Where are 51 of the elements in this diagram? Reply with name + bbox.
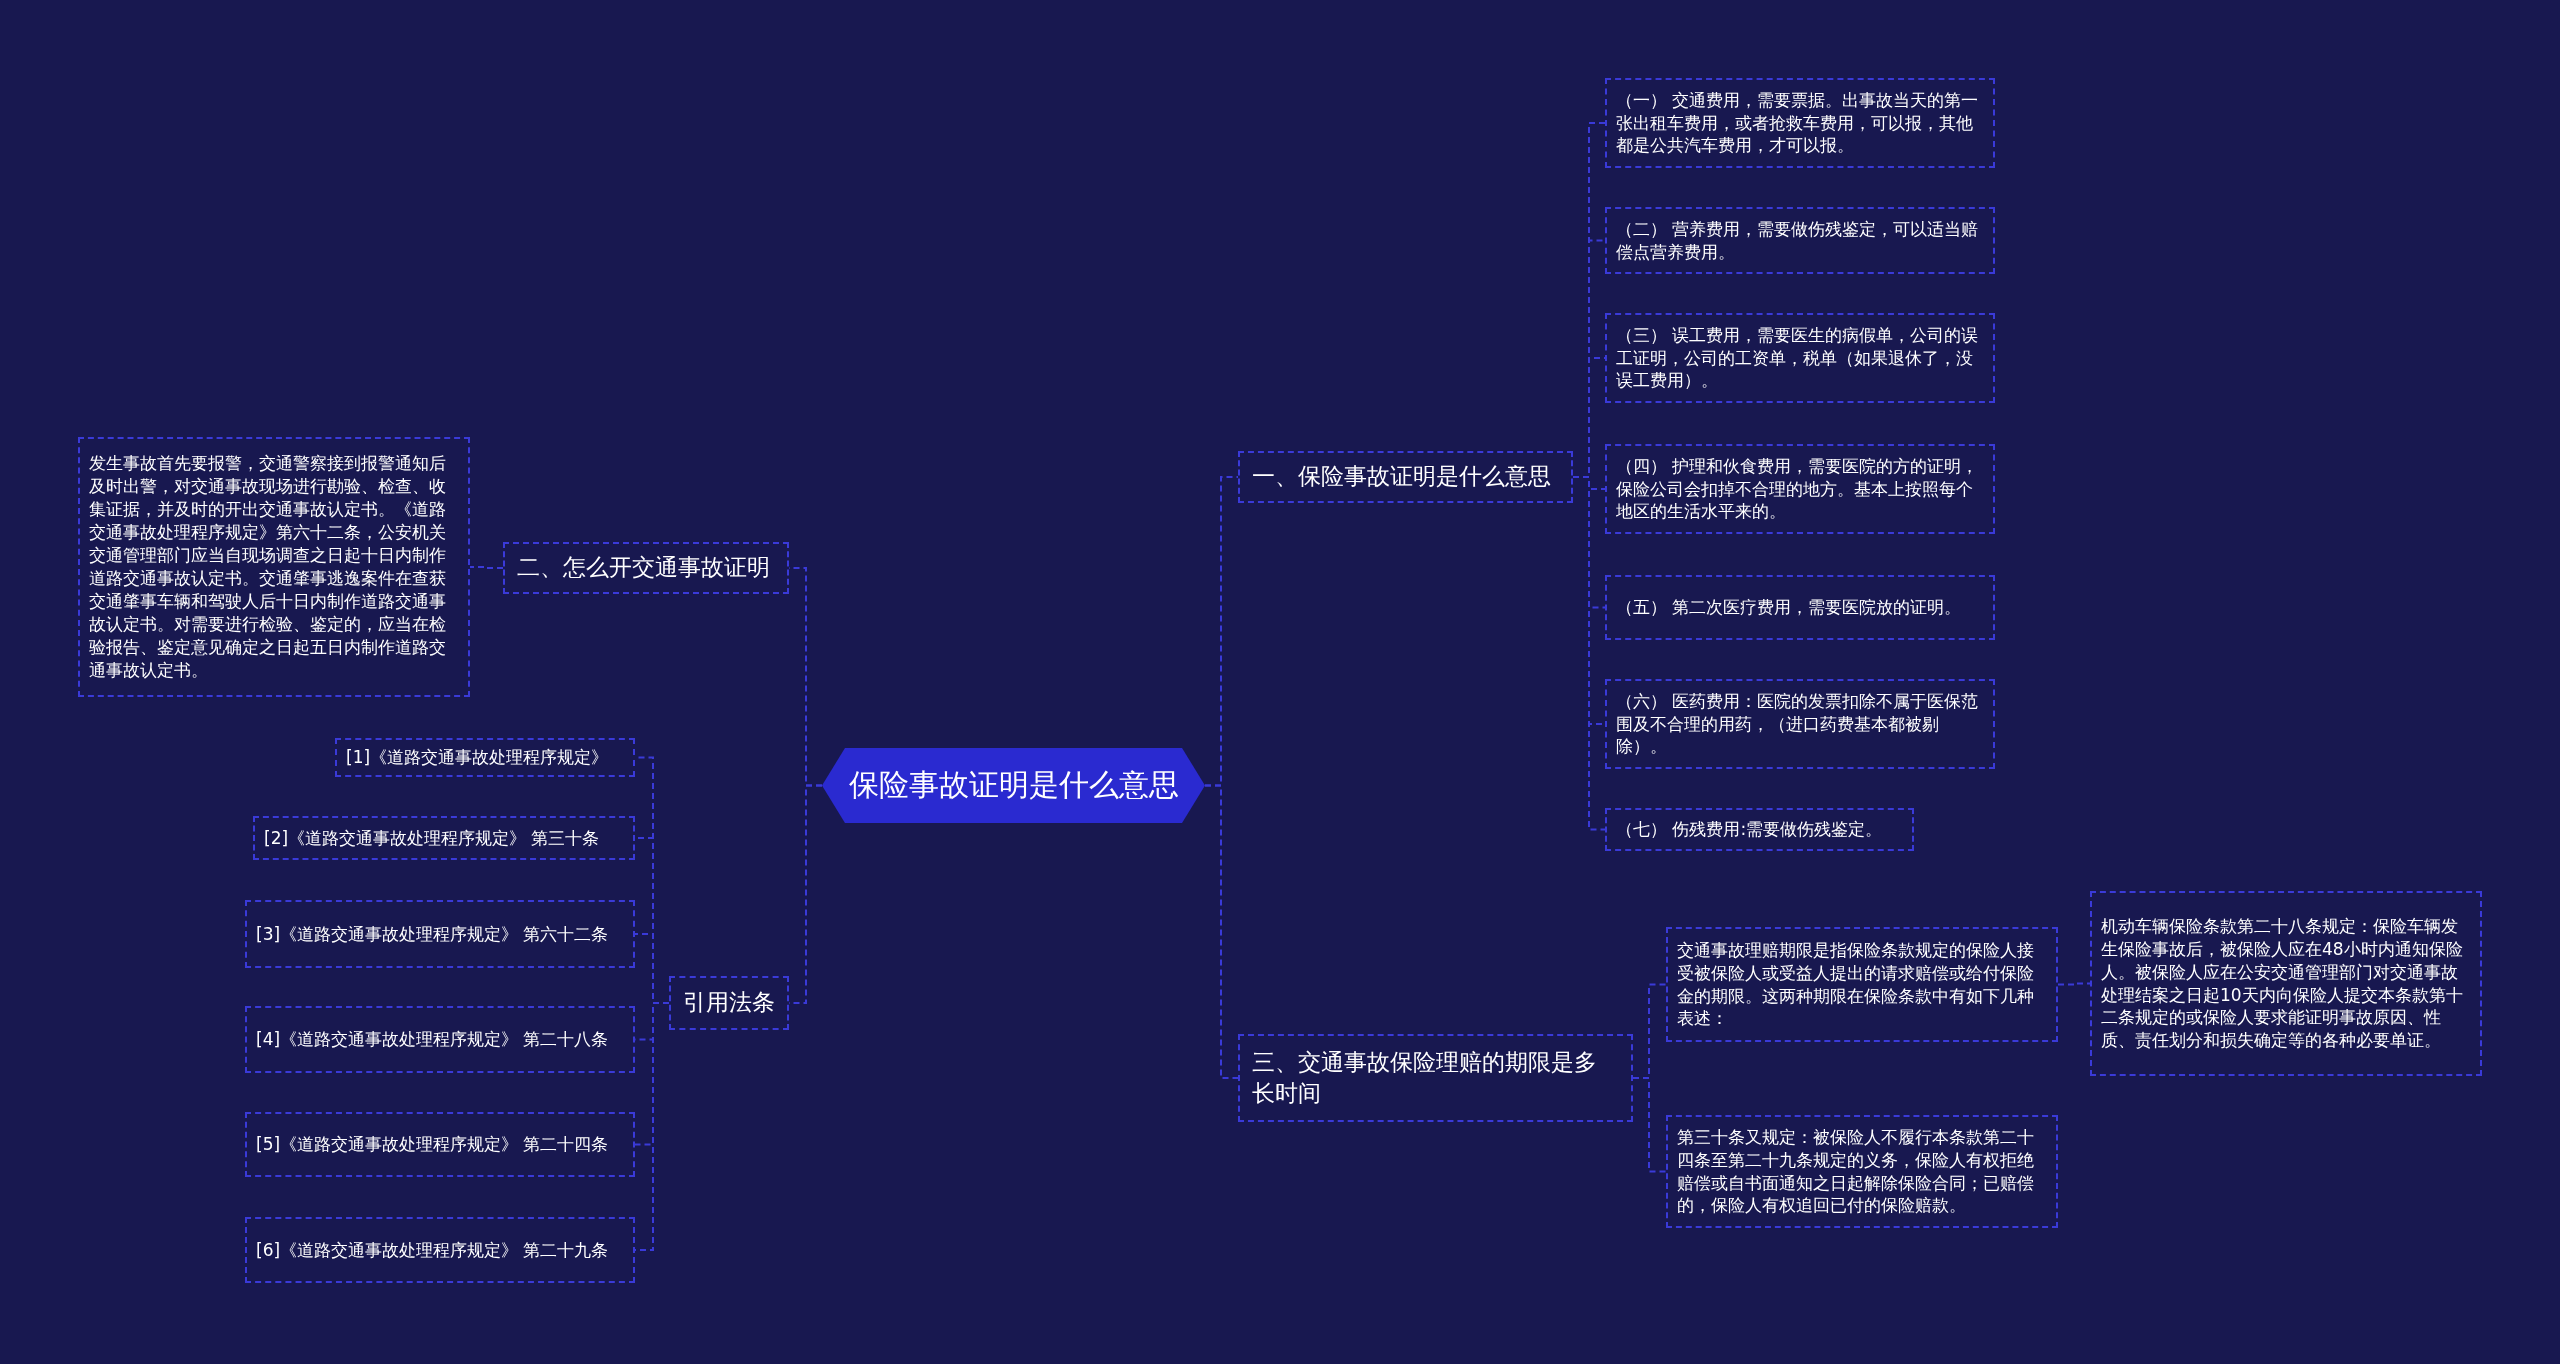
central-topic-hexagon [822, 748, 1205, 823]
subtopic-box [1605, 444, 1995, 534]
subtopic-box [2090, 891, 2482, 1076]
subtopic-text: 机动车辆保险条款第二十八条规定：保险车辆发生保险事故后，被保险人应在48小时内通知保险人。被保险人应在公安交通管理部门对交通事故处理结案之日起10天内向保险人提交本条款第十二条规定的或保险人要求能证明事故原因、性质、责任划分和损失确定等的各种必要单证。 [2101, 914, 2464, 1053]
connector-line [788, 784, 823, 1004]
topic-text: 二、怎么开交通事故证明 [517, 553, 770, 583]
subtopic-text: （七） 伤残费用:需要做伤残鉴定。 [1616, 818, 1883, 841]
subtopic-box [245, 1217, 635, 1283]
topic-text: 一、保险事故证明是什么意思 [1252, 462, 1551, 492]
connector-line [469, 566, 504, 569]
subtopic-box [245, 1112, 635, 1177]
topic-box [503, 542, 789, 594]
connector-line [1204, 784, 1239, 1079]
subtopic-text: [6]《道路交通事故处理程序规定》 第二十九条 [256, 1238, 609, 1262]
subtopic-box [1605, 575, 1995, 640]
subtopic-box [335, 738, 635, 777]
subtopic-text: （三） 误工费用，需要医生的病假单，公司的误工证明，公司的工资单，税单（如果退休了，没误工费用）。 [1616, 323, 1980, 393]
topic-text: 三、交通事故保险理赔的期限是多长时间 [1252, 1047, 1598, 1108]
subtopic-text: [4]《道路交通事故处理程序规定》 第二十八条 [256, 1028, 609, 1051]
subtopic-text: （二） 营养费用，需要做伤残鉴定，可以适当赔偿点营养费用。 [1616, 217, 1980, 264]
subtopic-text: 交通事故理赔期限是指保险条款规定的保险人接受被保险人或受益人提出的请求赔偿或给付保险金的期限。这两种期限在保险条款中有如下几种表述： [1677, 938, 2035, 1031]
connector-line [1632, 1077, 1667, 1173]
connector-line [1572, 476, 1606, 831]
subtopic-box [1605, 78, 1995, 168]
subtopic-box [245, 1006, 635, 1073]
subtopic-text: （五） 第二次医疗费用，需要医院放的证明。 [1616, 596, 1962, 619]
subtopic-box [1666, 927, 2058, 1042]
topic-box [1238, 451, 1573, 503]
topic-text: 引用法条 [683, 988, 775, 1018]
subtopic-box [1605, 679, 1995, 769]
connector-line [634, 1002, 670, 1251]
subtopic-text: 发生事故首先要报警，交通警察接到报警通知后及时出警，对交通事故现场进行勘验、检查、收集证据，并及时的开出交通事故认定书。《道路交通事故处理程序规定》第六十二条，公安机关交通管理部门应当自现场调查之日起十日内制作道路交通事故认定书。交通肇事逃逸案件在查获交通肇事车辆和驾驶人后十日内制作道路交通事故认定书。对需要进行检验、鉴定的，应当在检验报告、鉴定意见确定之日起五日内制作道路交通事故认定书。 [89, 452, 447, 682]
subtopic-box [253, 816, 635, 860]
central-topic-text: 保险事故证明是什么意思 [848, 766, 1179, 804]
subtopic-box [245, 900, 635, 968]
subtopic-box [1605, 207, 1995, 274]
subtopic-text: [3]《道路交通事故处理程序规定》 第六十二条 [256, 922, 609, 946]
subtopic-box [1605, 313, 1995, 403]
topic-box [1238, 1034, 1633, 1122]
subtopic-box [78, 437, 470, 697]
subtopic-box [1666, 1115, 2058, 1228]
subtopic-text: （四） 护理和伙食费用，需要医院的方的证明，保险公司会扣掉不合理的地方。基本上按照每个地区的生活水平来的。 [1616, 454, 1980, 524]
subtopic-box [1605, 808, 1914, 851]
subtopic-text: （一） 交通费用，需要票据。出事故当天的第一张出租车费用，或者抢救车费用，可以报，其他都是公共汽车费用，才可以报。 [1616, 88, 1980, 158]
subtopic-text: [5]《道路交通事故处理程序规定》 第二十四条 [256, 1133, 609, 1156]
topic-box [669, 976, 789, 1030]
subtopic-text: [2]《道路交通事故处理程序规定》 第三十条 [264, 826, 600, 850]
subtopic-text: （六） 医药费用：医院的发票扣除不属于医保范围及不合理的用药，（进口药费基本都被剔除）。 [1616, 689, 1980, 759]
subtopic-text: [1]《道路交通事故处理程序规定》 [346, 746, 609, 769]
connector-line [2057, 982, 2091, 986]
subtopic-text: 第三十条又规定：被保险人不履行本条款第二十四条至第二十九条规定的义务，保险人有权拒绝赔偿或自书面通知之日起解除保险合同；已赔偿的，保险人有权追回已付的保险赔款。 [1677, 1125, 2035, 1218]
